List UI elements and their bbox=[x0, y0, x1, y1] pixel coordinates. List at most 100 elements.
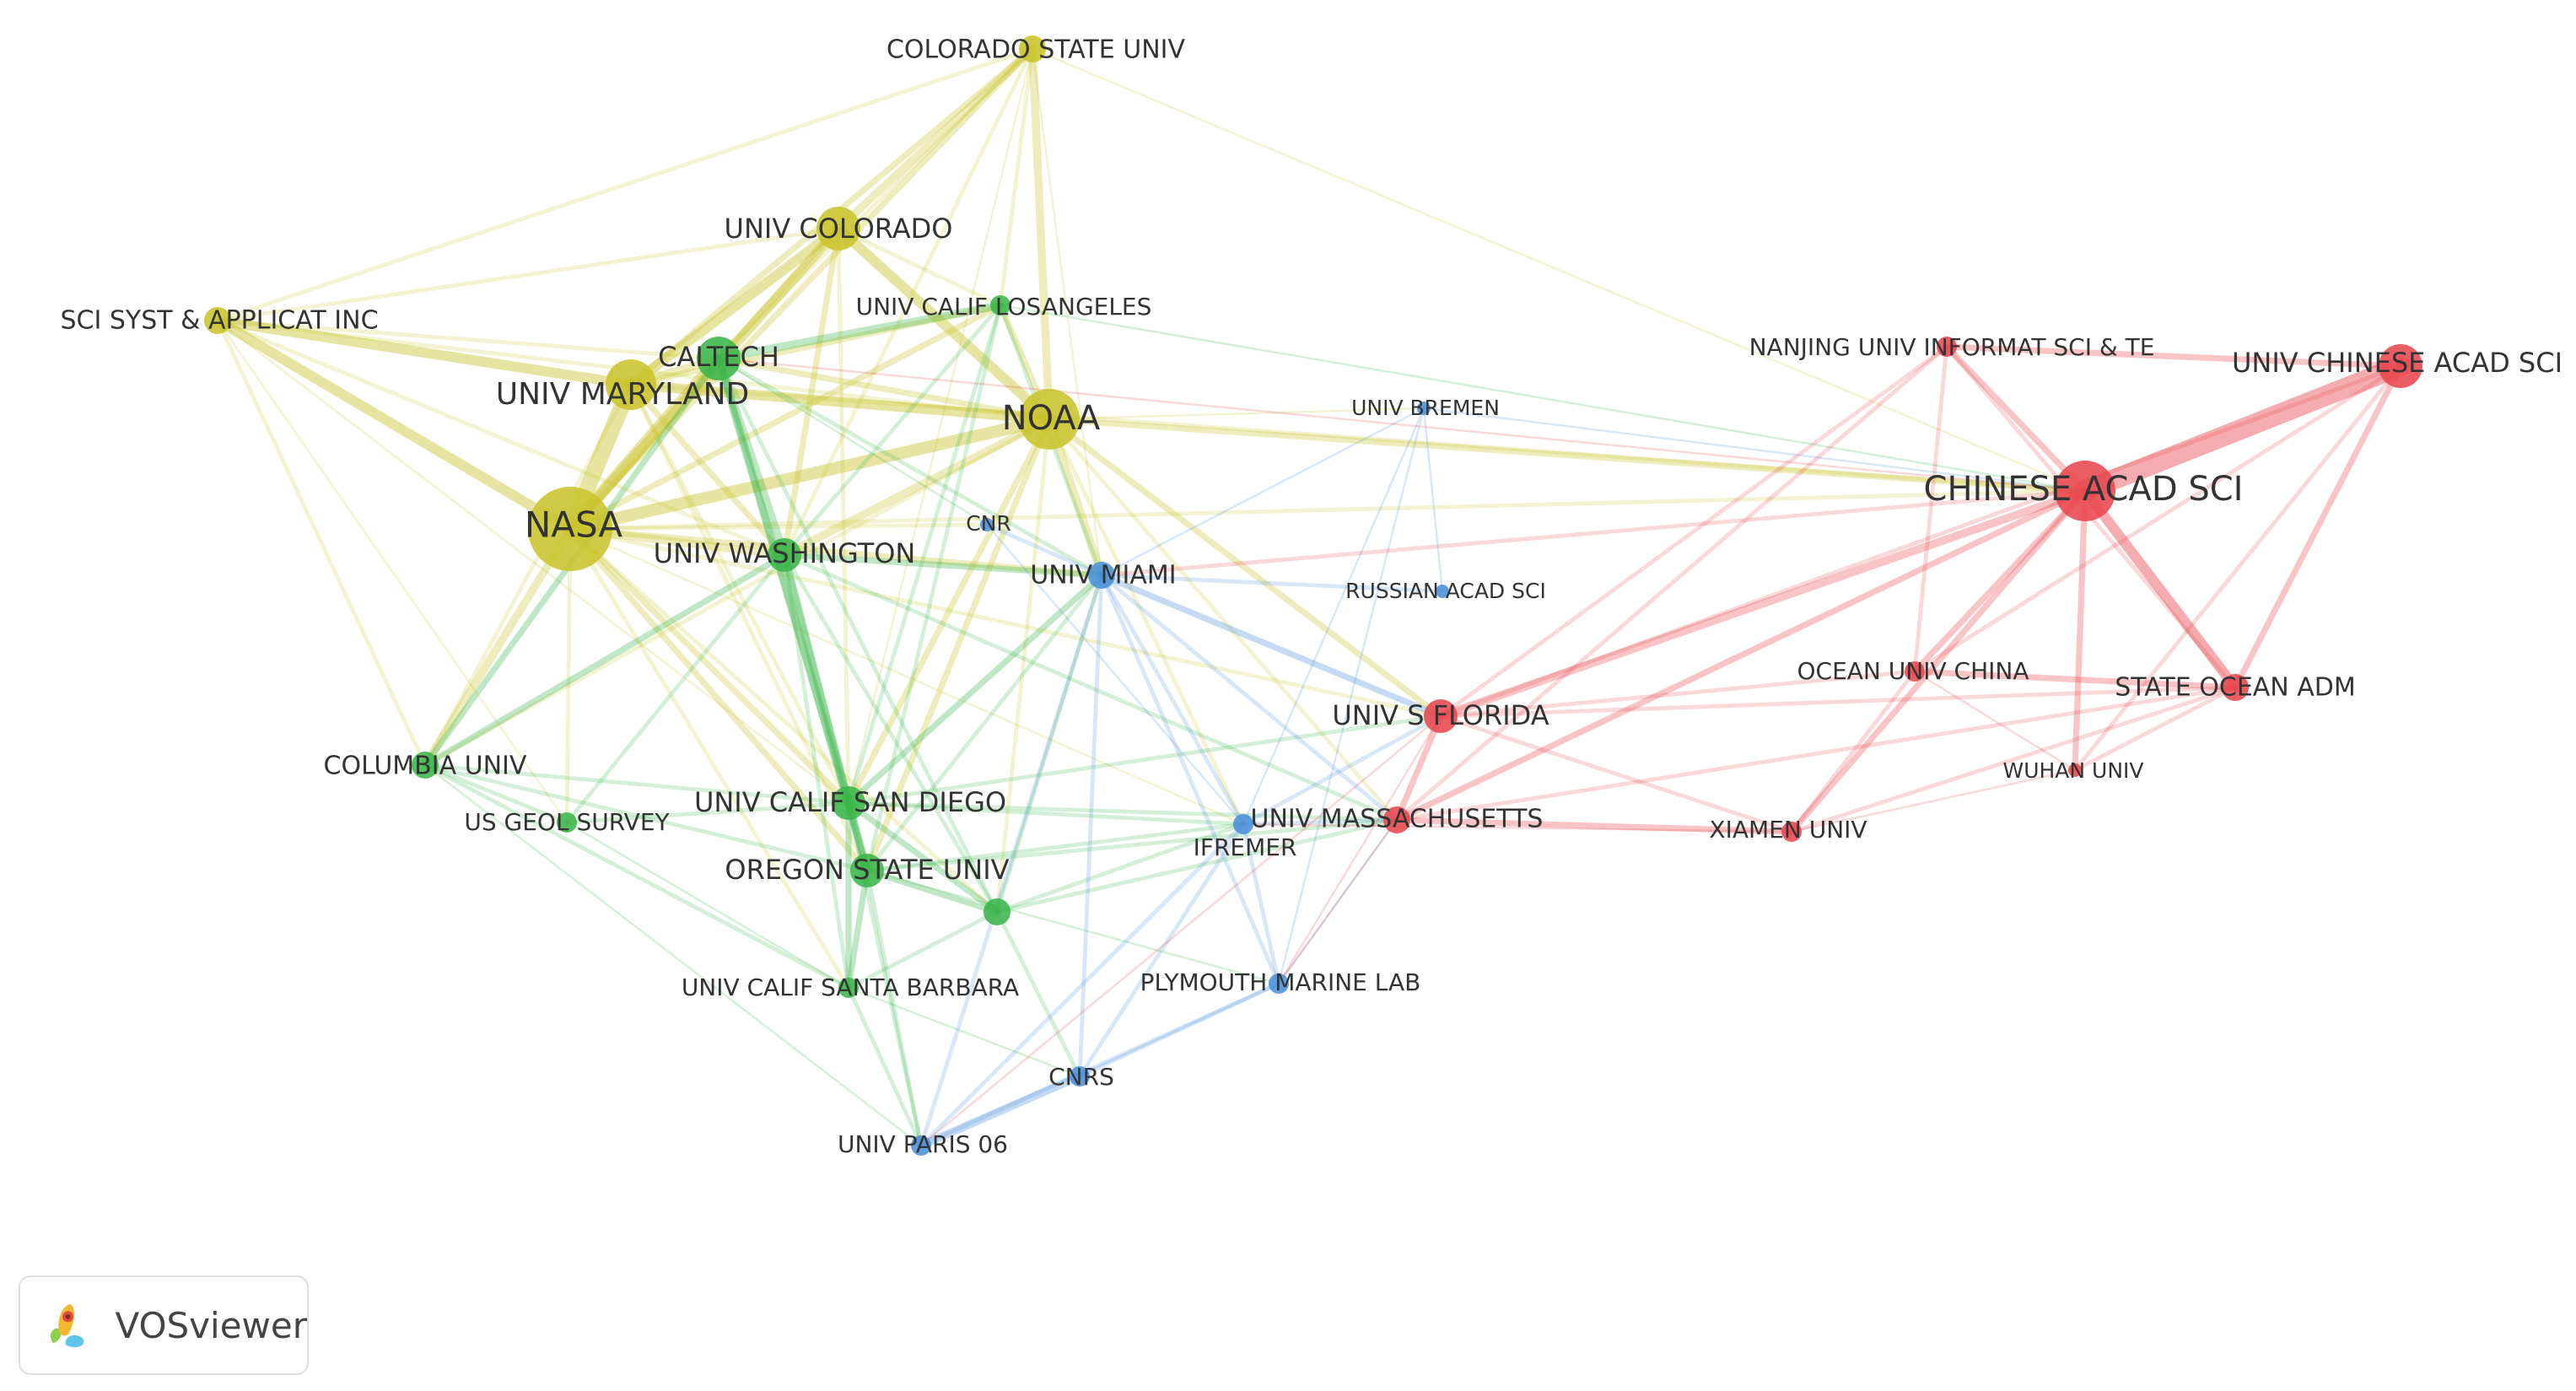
link-colorado-state-univ-univ-calif-san-diego bbox=[847, 47, 1034, 805]
link-nasa-columbia-univ bbox=[421, 525, 574, 769]
link-nanjing-univ-informat-univ-s-florida bbox=[1438, 344, 1949, 719]
link-univ-colorado-univ-calif-los-angeles bbox=[836, 226, 1003, 308]
node-label-univ-bremen: UNIV BREMEN bbox=[1351, 396, 1500, 420]
link-oregon-state-univ-univ-massachusetts bbox=[865, 817, 1399, 873]
link-chinese-acad-sci-univ-miami bbox=[1099, 488, 2088, 578]
node-label-univ-massachusetts: UNIV MASSACHUSETTS bbox=[1251, 805, 1544, 834]
link-univ-miami-ifremer bbox=[1099, 573, 1246, 827]
node-oregon-state-univ[interactable] bbox=[850, 854, 884, 887]
node-sci-syst-applicat-inc[interactable] bbox=[204, 307, 231, 334]
link-univ-maryland-univ-calif-los-angeles bbox=[628, 302, 1004, 388]
node-label-univ-calif-los-angeles: UNIV CALIF LOSANGELES bbox=[856, 293, 1152, 321]
node-label-univ-colorado: UNIV COLORADO bbox=[725, 213, 953, 245]
link-noaa-univ-bremen bbox=[1048, 407, 1425, 421]
link-state-ocean-adm-xiamen-univ bbox=[1789, 685, 2238, 834]
link-state-ocean-adm-univ-massachusetts bbox=[1394, 685, 2238, 822]
vosviewer-logo-icon bbox=[50, 1304, 84, 1348]
node-layer bbox=[204, 35, 2422, 1156]
node-univ-bremen[interactable] bbox=[1417, 402, 1431, 415]
node-nanjing-univ-informat[interactable] bbox=[1937, 337, 1957, 357]
link-univ-colorado-sci-syst-applicat-inc bbox=[215, 226, 841, 323]
node-cnr[interactable] bbox=[980, 518, 994, 531]
link-nanjing-univ-informat-univ-massachusetts bbox=[1394, 344, 1949, 822]
node-ocean-univ-china[interactable] bbox=[1905, 661, 1925, 682]
link-noaa-unlabeled-green bbox=[994, 417, 1052, 914]
link-univ-calif-santa-barbara-univ-paris-06 bbox=[846, 985, 924, 1148]
link-unlabeled-green-univ-miami bbox=[994, 573, 1104, 914]
link-nasa-univ-calif-santa-barbara bbox=[568, 526, 851, 990]
node-chinese-acad-sci[interactable] bbox=[2055, 461, 2115, 521]
node-columbia-univ[interactable] bbox=[412, 752, 439, 779]
link-univ-miami-univ-paris-06 bbox=[919, 573, 1104, 1148]
link-univ-miami-plymouth-marine-lab bbox=[1099, 573, 1281, 986]
node-label-columbia-univ: COLUMBIA UNIV bbox=[324, 752, 527, 781]
node-univ-washington[interactable] bbox=[768, 538, 801, 572]
link-nasa-oregon-state-univ bbox=[567, 526, 870, 874]
link-univ-s-florida-plymouth-marine-lab bbox=[1277, 714, 1442, 985]
link-univ-chinese-acad-sci-wuhan-univ bbox=[2072, 364, 2403, 773]
link-caltech-univ-miami bbox=[716, 356, 1104, 578]
node-univ-chinese-acad-sci[interactable] bbox=[2379, 344, 2422, 388]
link-oregon-state-univ-univ-miami bbox=[865, 573, 1104, 873]
node-univ-massachusetts[interactable] bbox=[1383, 806, 1410, 833]
brand-name: VOSviewer bbox=[115, 1304, 307, 1346]
link-sci-syst-applicat-inc-caltech bbox=[215, 318, 721, 361]
link-univ-s-florida-univ-paris-06 bbox=[919, 714, 1442, 1147]
node-univ-paris-06[interactable] bbox=[911, 1135, 931, 1156]
link-univ-calif-los-angeles-univ-calif-san-diego bbox=[846, 303, 1003, 806]
node-univ-maryland[interactable] bbox=[606, 359, 656, 410]
link-univ-maryland-noaa bbox=[626, 380, 1054, 424]
node-noaa[interactable] bbox=[1019, 389, 1080, 450]
link-univ-calif-san-diego-univ-massachusetts bbox=[846, 801, 1399, 822]
link-nasa-noaa bbox=[563, 412, 1056, 536]
link-univ-maryland-chinese-acad-sci bbox=[628, 382, 2088, 493]
node-wuhan-univ[interactable] bbox=[2068, 763, 2082, 777]
node-label-univ-washington: UNIV WASHINGTON bbox=[654, 537, 916, 569]
node-state-ocean-adm[interactable] bbox=[2222, 674, 2249, 701]
link-caltech-univ-washington bbox=[714, 354, 789, 559]
node-univ-calif-san-diego[interactable] bbox=[832, 786, 865, 820]
link-chinese-acad-sci-nanjing-univ-informat bbox=[1943, 343, 2088, 494]
link-caltech-univ-calif-san-diego bbox=[714, 354, 853, 807]
node-caltech[interactable] bbox=[697, 337, 741, 380]
link-univ-miami-cnrs bbox=[1077, 573, 1104, 1079]
link-unlabeled-green-univ-massachusetts bbox=[994, 817, 1399, 914]
node-us-geol-survey[interactable] bbox=[557, 812, 577, 833]
node-univ-calif-los-angeles[interactable] bbox=[990, 295, 1010, 315]
link-chinese-acad-sci-state-ocean-adm bbox=[2080, 486, 2240, 693]
node-xiamen-univ[interactable] bbox=[1781, 822, 1802, 842]
node-label-xiamen-univ: XIAMEN UNIV bbox=[1709, 816, 1867, 844]
link-noaa-univ-colorado bbox=[833, 224, 1054, 424]
node-univ-miami[interactable] bbox=[1088, 562, 1115, 589]
link-nasa-chinese-acad-sci bbox=[568, 488, 2088, 531]
node-label-russian-acad-sci: RUSSIAN ACAD SCI bbox=[1345, 579, 1546, 603]
link-univ-calif-san-diego-unlabeled-green bbox=[845, 800, 1000, 915]
link-univ-colorado-univ-calif-san-diego bbox=[836, 226, 851, 806]
node-cnrs[interactable] bbox=[1070, 1066, 1090, 1086]
link-colorado-state-univ-chinese-acad-sci bbox=[1031, 47, 2087, 493]
link-oregon-state-univ-univ-calif-santa-barbara bbox=[845, 867, 870, 991]
node-ifremer[interactable] bbox=[1233, 814, 1253, 834]
node-nasa[interactable] bbox=[528, 487, 612, 571]
link-columbia-univ-univ-calif-santa-barbara bbox=[423, 763, 851, 990]
link-chinese-acad-sci-wuhan-univ bbox=[2072, 488, 2088, 774]
node-plymouth-marine-lab[interactable] bbox=[1269, 973, 1289, 994]
link-columbia-univ-us-geol-survey bbox=[423, 763, 569, 825]
link-noaa-ifremer bbox=[1047, 417, 1246, 827]
link-univ-maryland-columbia-univ bbox=[423, 382, 633, 768]
node-univ-colorado[interactable] bbox=[816, 207, 860, 251]
node-russian-acad-sci[interactable] bbox=[1436, 585, 1449, 598]
link-caltech-oregon-state-univ bbox=[715, 355, 870, 874]
link-univ-bremen-plymouth-marine-lab bbox=[1277, 407, 1425, 985]
link-ocean-univ-china-state-ocean-adm bbox=[1911, 668, 2239, 691]
node-colorado-state-univ[interactable] bbox=[1019, 35, 1046, 62]
link-ifremer-univ-paris-06 bbox=[919, 822, 1246, 1148]
node-unlabeled-green[interactable] bbox=[984, 898, 1010, 925]
node-label-oregon-state-univ: OREGON STATE UNIV bbox=[725, 854, 1009, 886]
node-univ-calif-santa-barbara[interactable] bbox=[838, 978, 859, 998]
link-oregon-state-univ-ifremer bbox=[865, 822, 1246, 873]
link-unlabeled-green-ifremer bbox=[994, 822, 1246, 914]
link-us-geol-survey-univ-calif-san-diego bbox=[564, 801, 851, 825]
node-univ-s-florida[interactable] bbox=[1424, 699, 1458, 733]
